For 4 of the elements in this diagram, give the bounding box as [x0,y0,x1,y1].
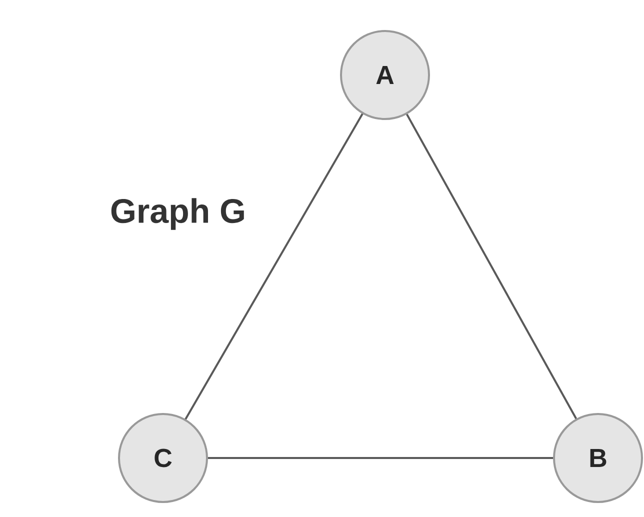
graph-edge [184,113,364,420]
graph-edge [208,457,553,459]
graph-title: Graph G [111,198,244,230]
graph-edge [406,114,578,420]
